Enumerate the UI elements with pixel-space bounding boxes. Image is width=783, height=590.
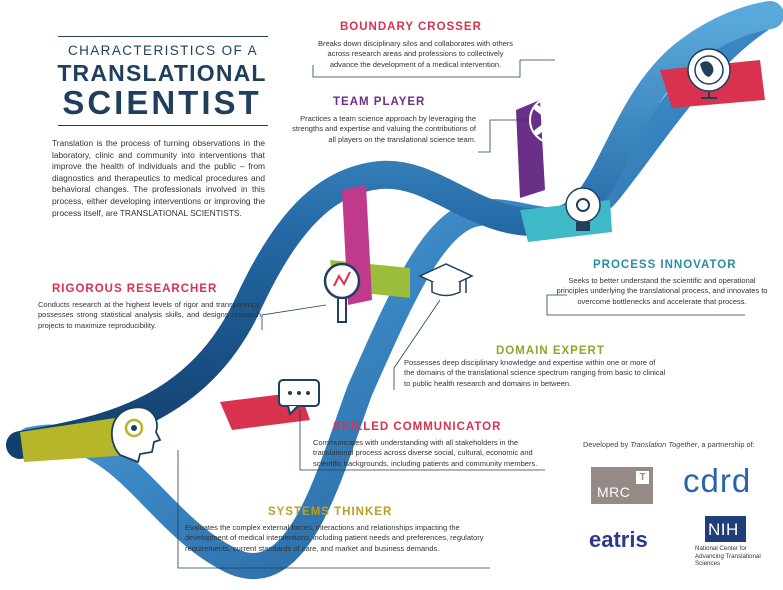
title-rule-top: [58, 36, 268, 37]
heading-process-innovator: PROCESS INNOVATOR: [593, 259, 737, 271]
eatris-logo: eatris: [589, 527, 648, 552]
leader-process: [546, 294, 745, 316]
helix-front-strand: [6, 1, 783, 459]
title-rule-bottom: [58, 125, 268, 126]
lightbulb-gear-icon: [565, 187, 601, 231]
developed-by: Developed by Translation Together, a par…: [583, 440, 778, 449]
helix-back-strand: [17, 7, 773, 579]
band-purple: [516, 100, 545, 198]
cdrd-logo: cdrd: [683, 462, 752, 499]
desc-systems-thinker: Evaluates the complex external forces, i…: [185, 523, 484, 553]
leader-comm: [299, 410, 545, 471]
title-line-1: CHARACTERISTICS OF A: [67, 43, 259, 58]
head-gear-icon: [111, 406, 162, 464]
desc-boundary-crosser: Breaks down disciplinary silos and colla…: [317, 39, 514, 69]
heading-skilled-communicator: SKILLED COMMUNICATOR: [333, 421, 502, 433]
developed-by-prefix: Developed by: [583, 440, 631, 449]
leader-systems: [177, 450, 490, 569]
title-line-2: TRANSLATIONAL: [57, 60, 267, 86]
joined-hands-icon: [529, 96, 577, 144]
mrc-logo-text: MRC: [597, 484, 631, 500]
developed-by-org: Translation Together: [630, 440, 698, 449]
band-olive: [20, 418, 130, 462]
heading-rigorous-researcher: RIGOROUS RESEARCHER: [52, 283, 218, 295]
desc-skilled-communicator: Communicates with understanding with all…: [313, 438, 538, 468]
mrc-logo-badge: T: [636, 471, 649, 484]
heading-domain-expert: DOMAIN EXPERT: [496, 345, 605, 357]
graduation-cap-icon: [418, 263, 474, 297]
desc-process-innovator: Seeks to better understand the scientifi…: [556, 276, 768, 306]
heading-team-player: TEAM PLAYER: [333, 96, 426, 108]
speech-bubble-icon: [278, 379, 320, 416]
intro-text: Translation is the process of turning ob…: [52, 138, 265, 218]
nih-logo-text: NIH: [708, 520, 739, 539]
heading-systems-thinker: SYSTEMS THINKER: [268, 506, 393, 518]
leader-team: [478, 119, 525, 153]
nih-ncats-text: National Center for Advancing Translatio…: [695, 545, 761, 568]
heading-boundary-crosser: BOUNDARY CROSSER: [340, 21, 482, 33]
nih-logo: [705, 516, 746, 542]
leader-rigorous: [261, 304, 327, 330]
desc-team-player: Practices a team science approach by lev…: [292, 114, 476, 144]
magnifier-chart-icon: [323, 262, 361, 323]
globe-icon: [687, 48, 731, 99]
leader-boundary: [312, 59, 555, 78]
leader-domain: [393, 299, 441, 390]
desc-domain-expert: Possesses deep disciplinary knowledge an…: [404, 358, 666, 388]
developed-by-suffix: , a partnership of:: [697, 440, 755, 449]
desc-rigorous-researcher: Conducts research at the highest levels …: [38, 300, 261, 330]
title-line-3: SCIENTIST: [62, 84, 262, 121]
